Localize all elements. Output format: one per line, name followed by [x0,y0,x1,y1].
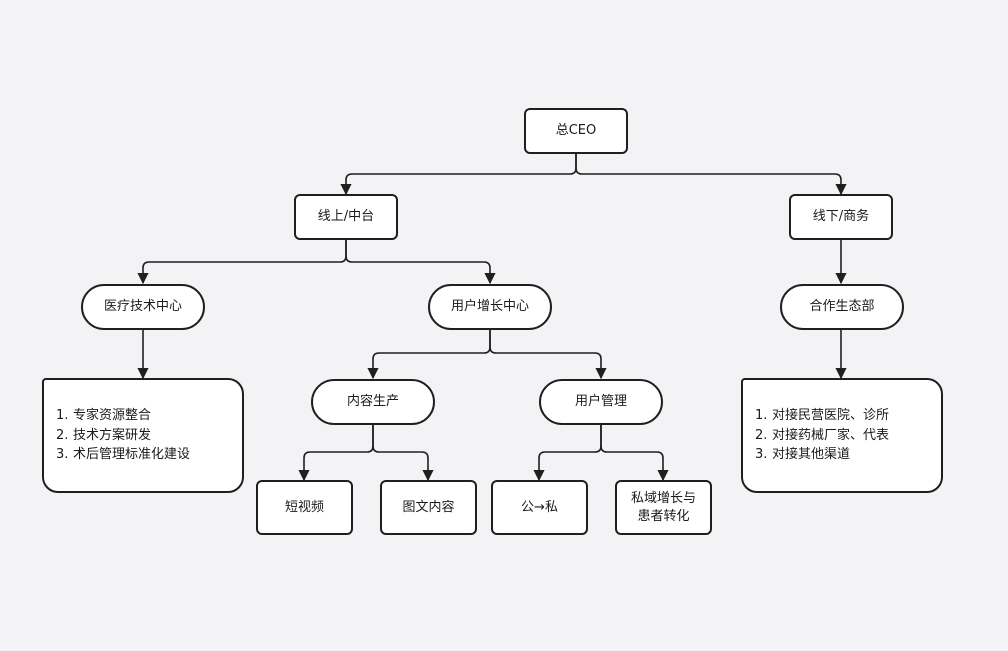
node-ceo[interactable]: 总CEO [524,108,628,154]
list-text: 对接药械厂家、代表 [772,427,890,443]
ecosystem-notes-list: 1.对接民营医院、诊所 2.对接药械厂家、代表 3.对接其他渠道 [755,406,889,465]
node-public-to-private[interactable]: 公→私 [491,480,588,535]
list-text: 对接其他渠道 [772,447,851,463]
list-item: 1.对接民营医院、诊所 [755,406,889,426]
list-text: 专家资源整合 [73,408,152,424]
medtech-notes-box: 1.专家资源整合 2.技术方案研发 3.术后管理标准化建设 [42,378,244,493]
node-medical-tech-center[interactable]: 医疗技术中心 [81,284,205,330]
node-offline-business[interactable]: 线下/商务 [789,194,893,240]
list-number: 1. [56,408,69,424]
edge-content-graphic [372,425,434,482]
list-item: 2.技术方案研发 [56,426,190,446]
list-number: 2. [755,427,768,443]
node-content-production[interactable]: 内容生产 [311,379,435,425]
node-user-growth-center[interactable]: 用户增长中心 [428,284,552,330]
edge-growth-usermgmt [489,330,607,380]
list-number: 3. [56,447,69,463]
list-item: 2.对接药械厂家、代表 [755,426,889,446]
edge-growth-content [367,330,491,380]
edge-usermgmt-privgrowth [600,425,669,482]
list-text: 对接民营医院、诊所 [772,408,890,424]
node-user-management[interactable]: 用户管理 [539,379,663,425]
ecosystem-notes-box: 1.对接民营医院、诊所 2.对接药械厂家、代表 3.对接其他渠道 [741,378,943,493]
node-partner-ecosystem[interactable]: 合作生态部 [780,284,904,330]
edge-content-shortvideo [298,425,374,482]
connector-lines [137,154,847,482]
medtech-notes-list: 1.专家资源整合 2.技术方案研发 3.术后管理标准化建设 [56,406,190,465]
edge-online-medtech [137,240,347,285]
list-item: 3.对接其他渠道 [755,445,889,465]
list-number: 3. [755,447,768,463]
edge-ceo-online [340,154,577,196]
node-graphic-content[interactable]: 图文内容 [380,480,477,535]
node-online-middle-platform[interactable]: 线上/中台 [294,194,398,240]
edge-usermgmt-pubpriv [533,425,602,482]
list-text: 技术方案研发 [73,427,152,443]
node-short-video[interactable]: 短视频 [256,480,353,535]
node-private-growth-conversion[interactable]: 私域增长与患者转化 [615,480,712,535]
edge-online-growth [345,240,496,285]
list-item: 1.专家资源整合 [56,406,190,426]
list-text: 术后管理标准化建设 [73,447,191,463]
list-number: 2. [56,427,69,443]
list-item: 3.术后管理标准化建设 [56,445,190,465]
edge-ceo-offline [575,154,847,196]
list-number: 1. [755,408,768,424]
